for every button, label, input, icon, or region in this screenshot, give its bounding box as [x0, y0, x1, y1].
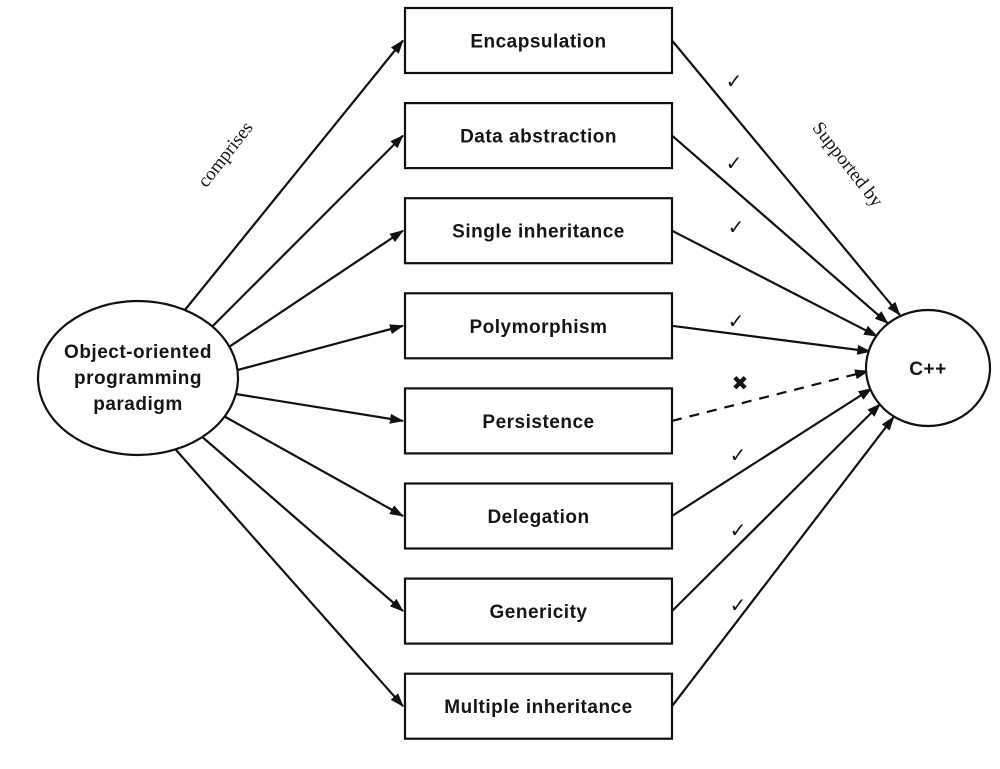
comprises-arrow — [184, 39, 404, 311]
supported-arrow — [671, 39, 901, 316]
source-node-ellipse — [36, 299, 240, 457]
feature-box: Data abstraction — [403, 101, 674, 170]
check-icon: ✓ — [730, 518, 747, 542]
feature-label: Polymorphism — [470, 317, 608, 338]
support-marks: ✓ ✓ ✓ ✓ ✖ ✓ ✓ ✓ — [726, 69, 749, 617]
feature-box-border — [403, 672, 674, 740]
feature-box-border — [403, 101, 674, 170]
comprises-edges — [174, 39, 404, 707]
feature-box-border — [403, 482, 674, 550]
comprises-arrow — [235, 392, 404, 424]
comprises-arrow — [201, 436, 404, 612]
check-icon: ✓ — [726, 151, 743, 175]
feature-label: Encapsulation — [470, 32, 606, 53]
feature-box: Persistence — [403, 387, 674, 455]
supported-arrow — [671, 387, 873, 517]
target-node-label: C++ — [909, 359, 946, 380]
feature-label: Single inheritance — [452, 222, 625, 243]
source-node-label-line-1: Object-oriented — [64, 342, 212, 363]
feature-box-border — [403, 197, 674, 265]
cross-icon: ✖ — [732, 371, 749, 395]
check-icon: ✓ — [730, 593, 747, 617]
feature-box: Multiple inheritance — [403, 672, 674, 740]
source-node: Object-oriented programming paradigm — [36, 299, 240, 457]
supported-arrow — [671, 229, 878, 338]
feature-box-border — [403, 387, 674, 455]
supported-by-edges — [671, 39, 901, 707]
supported-by-label: Supported by — [808, 118, 888, 212]
check-icon: ✓ — [730, 443, 747, 467]
supported-arrow — [671, 416, 895, 707]
comprises-arrow — [237, 324, 404, 372]
check-icon: ✓ — [726, 69, 743, 93]
comprises-arrow — [224, 415, 404, 517]
check-icon: ✓ — [728, 309, 745, 333]
feature-box-border — [403, 292, 674, 360]
unsupported-arrow — [671, 369, 870, 422]
feature-label: Persistence — [482, 412, 594, 433]
feature-label: Data abstraction — [460, 127, 617, 148]
source-node-label-line-3: paradigm — [93, 394, 183, 415]
check-icon: ✓ — [728, 215, 745, 239]
feature-label: Genericity — [490, 602, 588, 623]
target-node-ellipse — [864, 308, 992, 428]
source-node-label-line-2: programming — [74, 368, 202, 389]
target-node: C++ — [864, 308, 992, 428]
comprises-label: comprises — [194, 118, 258, 192]
feature-box: Genericity — [403, 577, 674, 645]
feature-box-border — [403, 577, 674, 645]
supported-arrow — [671, 403, 881, 612]
feature-box: Polymorphism — [403, 292, 674, 360]
feature-label: Delegation — [487, 507, 589, 528]
supported-arrow — [671, 134, 889, 325]
feature-box: Encapsulation — [403, 6, 674, 75]
supported-arrow — [671, 324, 872, 355]
feature-box-border — [403, 6, 674, 75]
comprises-arrow — [211, 134, 404, 328]
comprises-arrow — [174, 448, 404, 707]
feature-box: Delegation — [403, 482, 674, 550]
feature-box: Single inheritance — [403, 197, 674, 265]
comprises-arrow — [228, 229, 404, 348]
feature-label: Multiple inheritance — [444, 697, 632, 718]
